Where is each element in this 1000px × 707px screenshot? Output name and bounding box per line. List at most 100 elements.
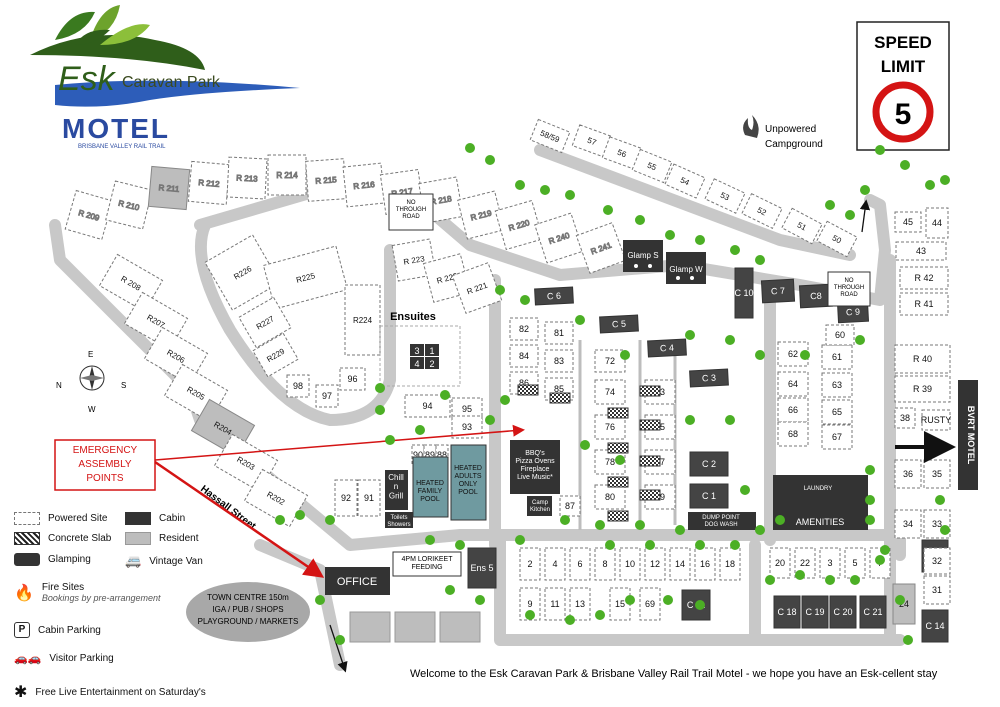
tree-icon [665,230,675,240]
tree-icon [525,610,535,620]
site-label: 78 [605,457,615,467]
bottom-sites: 246810121416182022357911131569Ens 5 [467,547,891,621]
site-r214: R 214 [267,154,307,196]
site-69: 69 [639,587,661,621]
legend-concrete-slab: Concrete Slab [14,532,111,545]
tree-icon [845,210,855,220]
site-label: R224 [353,316,373,325]
svg-text:4: 4 [414,359,419,369]
tree-icon [475,595,485,605]
site-label: 86 [519,378,529,388]
site-label: 55 [646,161,658,173]
svg-text:LIMIT: LIMIT [881,57,926,76]
unpowered-site-8: 51 [781,207,823,245]
powered-site-65: 65 [821,399,853,425]
site-label: 94 [422,401,432,411]
powered-sites: 8281848386857274737675787780798798979694… [286,317,676,522]
vintage-van-rusty: RUSTY [921,409,951,431]
tree-icon [605,540,615,550]
visitor-parking-icon: 🚗🚗 [14,653,42,665]
cabin-c18: C 18 [773,595,801,629]
site-label: C 9 [846,307,861,318]
site-label: 95 [462,404,472,414]
powered-site-98: 98 [286,374,310,398]
powered-site-72: 72 [594,349,626,373]
site-label: 64 [788,379,798,389]
site-label: 54 [679,176,691,188]
tree-icon [455,540,465,550]
concrete-slab [639,455,661,467]
site-label: 98 [293,381,303,391]
site-label: C 7 [771,286,786,297]
cabin-c4: C 4 [647,338,687,358]
powered-site-84: 84 [509,344,539,368]
site-11: 11 [544,587,566,621]
tree-icon [695,600,705,610]
site-label: C 2 [702,459,716,469]
inner-site-1: R226 [204,234,281,311]
logo-subtitle: Caravan Park [122,74,221,91]
inner-site-3: R227 [238,296,292,349]
site-label: 13 [575,599,585,609]
site-label: 88 [437,450,447,460]
legend-cabin: Cabin [125,512,185,525]
tree-icon [445,585,455,595]
site-label: R 211 [158,183,180,194]
concrete-slab [639,419,661,431]
site-label: 66 [788,405,798,415]
tree-icon [540,185,550,195]
tree-icon [880,545,890,555]
site-label: 87 [565,501,575,511]
tree-icon [520,295,530,305]
tree-icon [495,285,505,295]
site-label: R 39 [913,384,932,394]
ensuites: Ensuites 3 1 4 2 [379,311,461,387]
site-label: R 41 [914,299,933,309]
site-label: 93 [462,422,472,432]
svg-text:N: N [56,381,62,390]
site-label: 97 [322,391,332,401]
svg-text:SPEED: SPEED [874,33,932,52]
cabin-c5: C 5 [599,314,639,334]
tree-icon [695,540,705,550]
svg-text:Campground: Campground [765,139,823,150]
tree-icon [335,635,345,645]
site-label: 56 [616,148,628,160]
tree-icon [375,405,385,415]
tree-icon [515,180,525,190]
tree-icon [730,245,740,255]
site-38: 38 [894,407,916,429]
site-r215: R 215 [305,158,347,202]
inner-site-2: R225 [262,245,349,310]
site-31: 31 [923,575,951,605]
powered-site-82: 82 [509,317,539,341]
powered-site-91: 91 [357,479,381,517]
legend-vintage-van: 🚐 Vintage Van [125,553,203,568]
powered-site-60: 60 [825,324,855,346]
cabin-c19: C 19 [801,595,829,629]
fire-icon: 🔥 [14,585,34,602]
cabin-c21: C 21 [859,595,887,629]
site-label: C 3 [702,373,717,384]
site-label: R 212 [198,178,221,189]
site-18: 18 [719,547,741,581]
powered-site-92: 92 [334,479,358,517]
site-2: 2 [519,547,541,581]
site-label: 89 [425,450,435,460]
site-20: 20 [769,547,791,579]
resident-swatch [125,532,151,545]
tree-icon [895,595,905,605]
site-5: 5 [844,547,866,579]
tree-icon [620,350,630,360]
site-label: 35 [932,469,942,479]
tree-icon [740,485,750,495]
unpowered-site-9: 50 [816,220,858,258]
powered-site-96: 96 [339,367,366,391]
site-label: 5 [852,558,857,568]
cabin-swatch [125,512,151,525]
tree-icon [730,540,740,550]
